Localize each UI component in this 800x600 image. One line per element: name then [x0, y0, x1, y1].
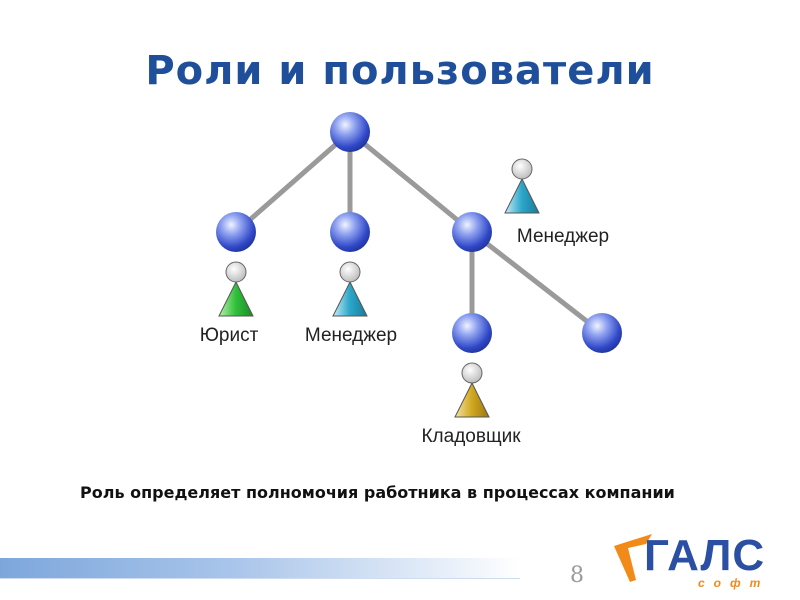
label-manager-right: Менеджер	[517, 226, 609, 247]
label-jurist: Юрист	[200, 325, 259, 346]
user-icon-jurist	[218, 261, 254, 317]
label-storekeeper: Кладовщик	[421, 426, 521, 447]
logo-sub-text: софт	[698, 576, 770, 590]
role-node-mid	[330, 212, 370, 252]
role-node-grand-left	[452, 313, 492, 353]
role-node-grand-right	[582, 313, 622, 353]
edge-root-right	[347, 129, 475, 235]
edge-right-grandright	[469, 229, 605, 336]
page-title: Роли и пользователи	[145, 48, 655, 94]
gals-soft-logo: ГАЛС софт	[606, 528, 796, 594]
role-node-left	[216, 212, 256, 252]
user-icon-storekeeper	[454, 362, 490, 418]
footer-gradient-bar	[0, 558, 520, 578]
page-number: 8	[570, 563, 584, 588]
logo-main-text: ГАЛС	[644, 531, 766, 580]
role-node-root	[330, 112, 370, 152]
caption-text: Роль определяет полномочия работника в п…	[80, 483, 675, 502]
role-node-right	[452, 212, 492, 252]
label-manager-mid: Менеджер	[305, 325, 397, 346]
user-icon-manager-mid	[332, 261, 368, 317]
user-icon-manager-right	[504, 158, 540, 214]
logo-mark-icon	[614, 534, 652, 582]
edge-root-left	[233, 129, 353, 235]
footer-divider	[0, 578, 520, 579]
